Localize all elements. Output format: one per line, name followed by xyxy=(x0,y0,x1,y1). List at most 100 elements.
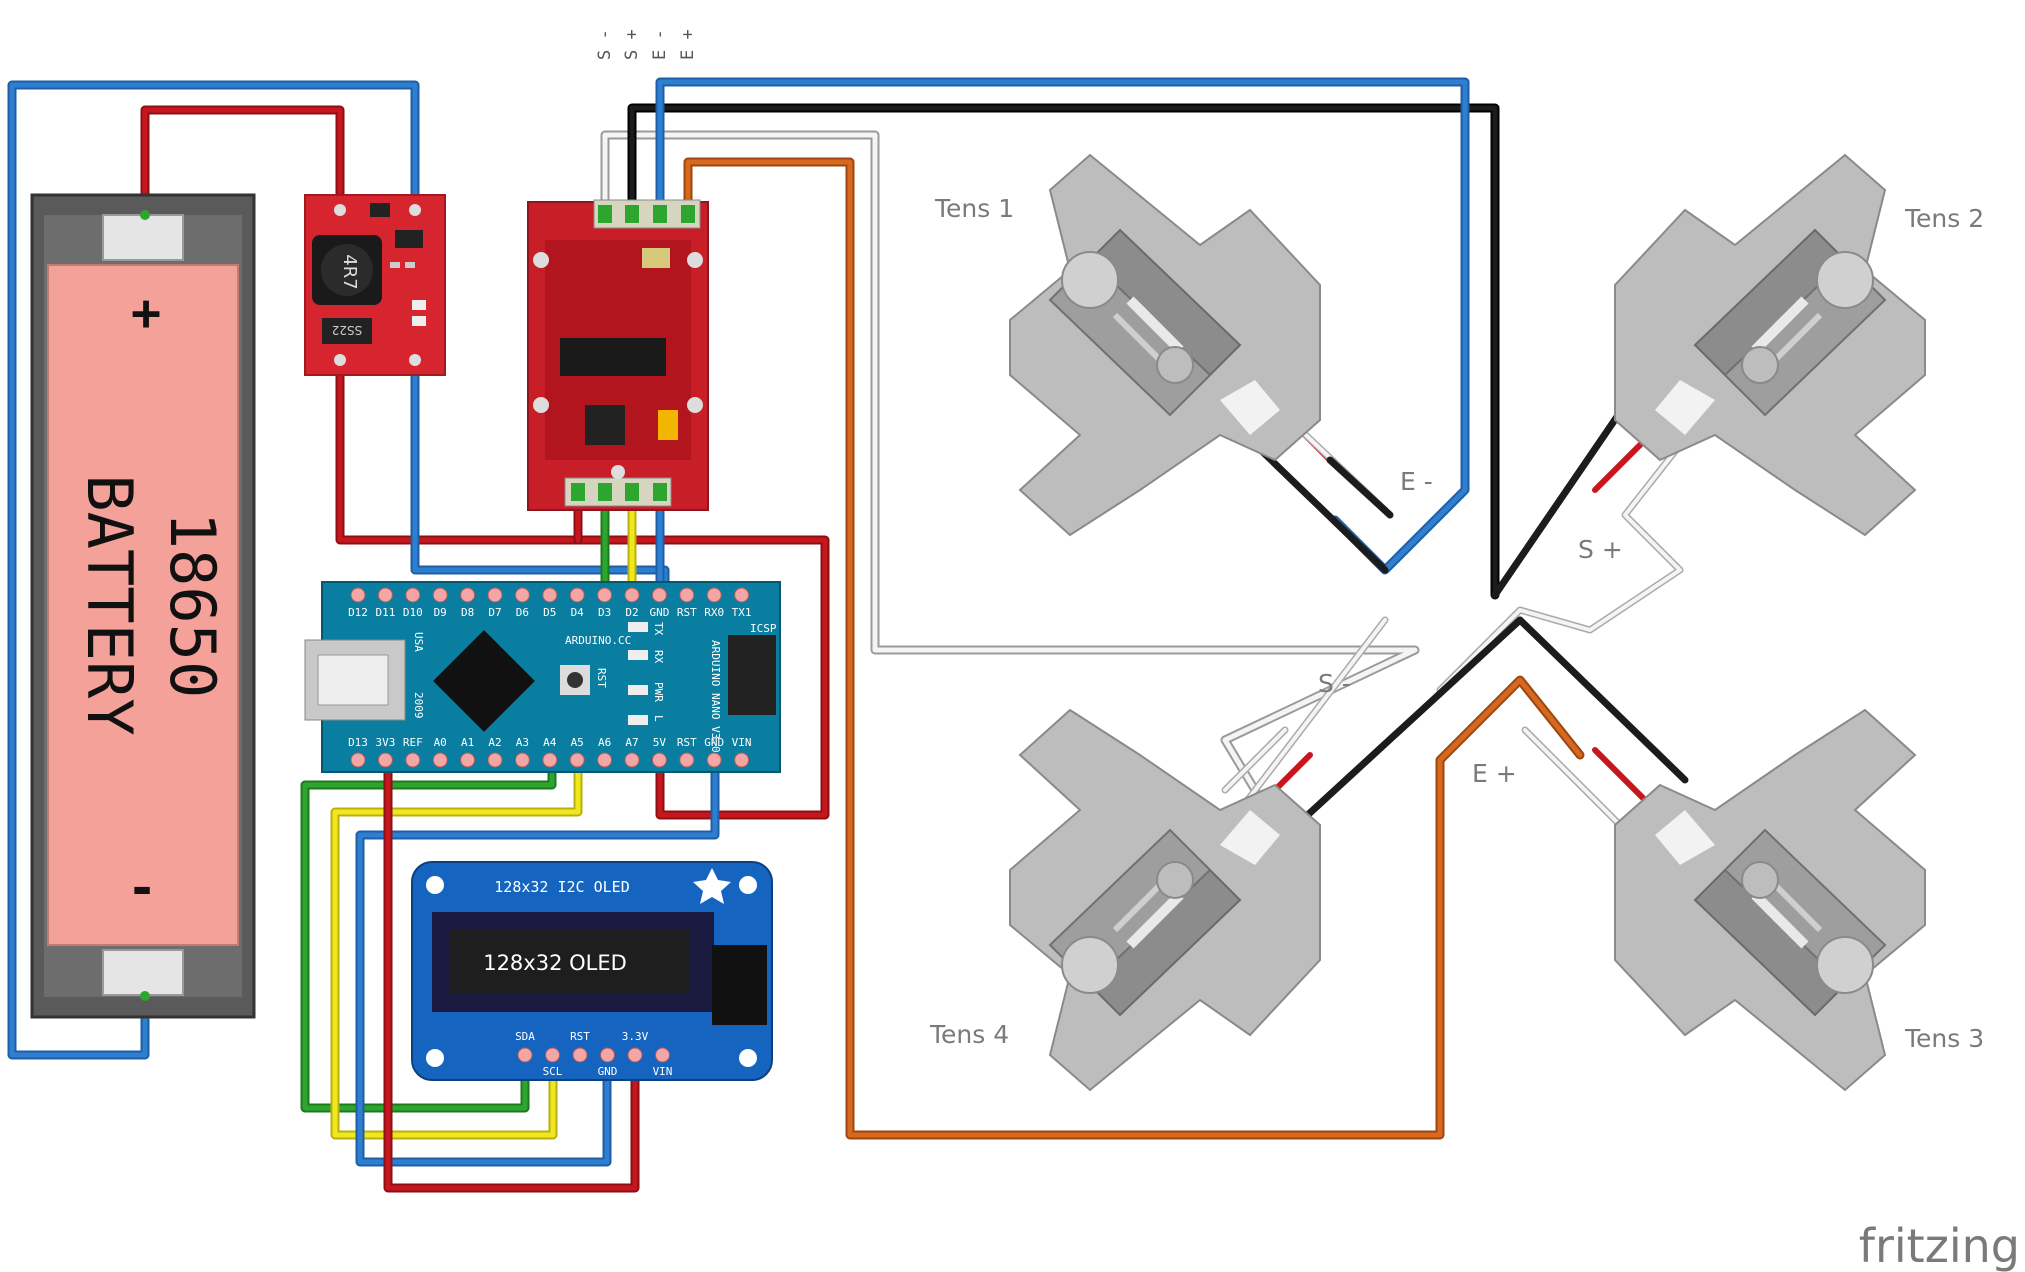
tens-4-label: Tens 4 xyxy=(929,1020,1009,1049)
load-cell-2 xyxy=(1615,155,1925,535)
led-l: L xyxy=(652,715,665,722)
nano-bottom-pin-3v3 xyxy=(377,752,393,768)
nano-bottom-pin-label: REF xyxy=(403,736,423,749)
tens-1-label: Tens 1 xyxy=(934,194,1014,223)
label-e-minus: E - xyxy=(1400,467,1433,496)
fritzing-logo: fritzing xyxy=(1859,1219,2020,1272)
nano-bottom-pin-label: 3V3 xyxy=(375,736,395,749)
nano-bottom-pin-d13 xyxy=(350,752,366,768)
oled-pin-label: SDA xyxy=(515,1030,535,1043)
nano-top-pin-d9 xyxy=(432,587,448,603)
hx711-pin-s-minus: S - xyxy=(595,29,615,60)
nano-bottom-pin-a7 xyxy=(624,752,640,768)
tens-2-label: Tens 2 xyxy=(1904,204,1984,233)
nano-top-pin-d4 xyxy=(569,587,585,603)
nano-bottom-pin-rst xyxy=(679,752,695,768)
arduino-usa: USA xyxy=(412,632,425,652)
battery-plus: + xyxy=(131,284,161,342)
nano-bottom-pin-label: A5 xyxy=(571,736,584,749)
nano-bottom-pin-a3 xyxy=(514,752,530,768)
nano-top-pin-d8 xyxy=(460,587,476,603)
nano-bottom-pin-label: GND xyxy=(704,736,724,749)
nano-bottom-pin-label: A0 xyxy=(434,736,447,749)
nano-top-pin-label: TX1 xyxy=(732,606,752,619)
nano-bottom-pin-a1 xyxy=(460,752,476,768)
arduino-brand: ARDUINO.CC xyxy=(565,634,631,647)
hx711-board xyxy=(527,199,709,511)
nano-top-pin-label: D10 xyxy=(403,606,423,619)
oled-board-title: 128x32 I2C OLED xyxy=(494,878,629,896)
nano-top-pin-d3 xyxy=(597,587,613,603)
nano-bottom-pin-label: D13 xyxy=(348,736,368,749)
nano-bottom-pin-label: RST xyxy=(677,736,697,749)
oled-pin-label: 3.3V xyxy=(622,1030,649,1043)
oled-pin-3.3v xyxy=(627,1047,643,1063)
nano-top-pin-label: D6 xyxy=(516,606,529,619)
tens-3-label: Tens 3 xyxy=(1904,1024,1984,1053)
inductor-label: 4R7 xyxy=(339,254,360,289)
oled-screen-text: 128x32 OLED xyxy=(483,951,627,975)
label-e-plus: E + xyxy=(1472,759,1517,788)
arduino-model: ARDUINO NANO V3.0 xyxy=(709,640,722,753)
nano-bottom-pin-a2 xyxy=(487,752,503,768)
nano-top-pin-label: D11 xyxy=(375,606,395,619)
label-s-plus: S + xyxy=(1578,535,1623,564)
battery-holder: + - 18650 BATTERY xyxy=(30,193,256,1019)
led-tx: TX xyxy=(652,622,665,636)
nano-top-pin-label: D7 xyxy=(488,606,501,619)
oled-pin-label: GND xyxy=(598,1065,618,1078)
nano-bottom-pin-vin xyxy=(734,752,750,768)
nano-bottom-pin-a5 xyxy=(569,752,585,768)
nano-top-pin-label: RST xyxy=(677,606,697,619)
oled-pin-label: SCL xyxy=(543,1065,563,1078)
nano-top-pin-label: D8 xyxy=(461,606,474,619)
oled-pin-rst xyxy=(572,1047,588,1063)
nano-bottom-pin-label: VIN xyxy=(732,736,752,749)
nano-top-pin-rst xyxy=(679,587,695,603)
nano-bottom-pin-ref xyxy=(405,752,421,768)
nano-top-pin-d12 xyxy=(350,587,366,603)
hx711-pin-e-plus: E + xyxy=(678,29,698,60)
hx711-top-pins xyxy=(598,205,695,223)
nano-top-pin-d5 xyxy=(542,587,558,603)
arduino-icsp: ICSP xyxy=(750,622,777,635)
oled-pin-scl xyxy=(545,1047,560,1063)
hx711-pin-s-plus: S + xyxy=(622,29,642,60)
oled-pin-sda xyxy=(517,1047,533,1063)
arduino-leds: TX RX PWR L xyxy=(628,622,665,725)
hx711-pin-e-minus: E - xyxy=(650,29,670,60)
nano-top-pin-d7 xyxy=(487,587,503,603)
boost-converter: 4R7 SS22 xyxy=(304,194,446,376)
nano-top-pin-label: GND xyxy=(649,606,669,619)
nano-bottom-pin-label: A2 xyxy=(488,736,501,749)
nano-top-pin-label: D2 xyxy=(625,606,638,619)
arduino-rst-label: RST xyxy=(595,668,608,688)
nano-top-pin-d2 xyxy=(624,587,640,603)
nano-top-pin-rx0 xyxy=(706,587,722,603)
battery-cell xyxy=(47,264,239,946)
battery-label-1: 18650 xyxy=(156,512,229,699)
nano-top-pin-gnd xyxy=(651,587,667,603)
nano-top-pin-label: RX0 xyxy=(704,606,724,619)
nano-bottom-pin-label: A4 xyxy=(543,736,557,749)
oled-pin-label: VIN xyxy=(653,1065,673,1078)
nano-bottom-pin-a4 xyxy=(542,752,558,768)
nano-top-pin-label: D12 xyxy=(348,606,368,619)
nano-bottom-pin-label: A1 xyxy=(461,736,474,749)
nano-bottom-pin-a6 xyxy=(597,752,613,768)
nano-bottom-pin-label: A3 xyxy=(516,736,529,749)
nano-bottom-pin-gnd xyxy=(706,752,722,768)
led-rx: RX xyxy=(652,650,665,664)
oled-pin-vin xyxy=(655,1047,670,1063)
hx711-pin-labels: S - S + E - E + xyxy=(595,29,698,60)
oled-pin-gnd xyxy=(600,1047,615,1063)
nano-top-pin-label: D9 xyxy=(434,606,447,619)
battery-label-2: BATTERY xyxy=(73,474,146,735)
wires xyxy=(7,77,1689,1193)
load-cell-3 xyxy=(1615,710,1925,1090)
nano-top-pin-tx1 xyxy=(734,587,750,603)
